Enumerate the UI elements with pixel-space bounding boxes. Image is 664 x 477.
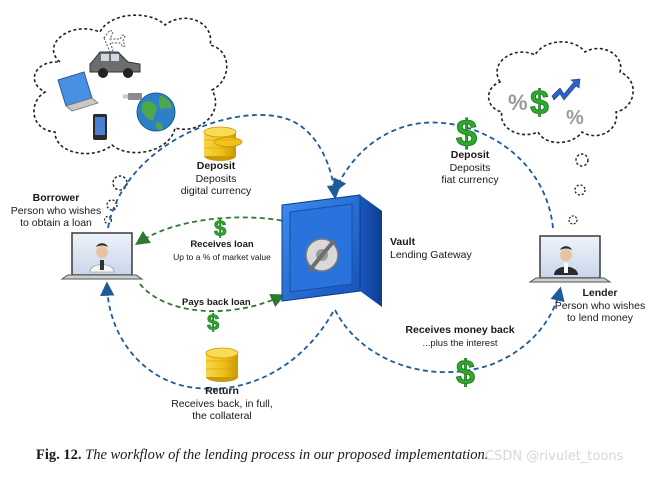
arrow-return xyxy=(100,281,334,390)
figure-caption-text: The workflow of the lending process in o… xyxy=(85,447,489,463)
airplane-icon xyxy=(103,29,126,53)
borrower-label: Borrower Person who wishes to obtain a l… xyxy=(8,192,104,230)
receives-loan-label: Receives loan Up to a % of market value xyxy=(160,238,284,263)
thought-bubble-left xyxy=(33,14,228,225)
deposit-digital-title: Deposit xyxy=(196,160,236,172)
svg-text:$: $ xyxy=(530,84,549,122)
phone-icon xyxy=(93,114,107,140)
earth-icon xyxy=(136,92,176,132)
vault-desc: Lending Gateway xyxy=(390,248,472,261)
percent-icon: % xyxy=(508,90,528,115)
receives-loan-title: Receives loan xyxy=(190,239,254,250)
svg-text:$: $ xyxy=(456,113,477,155)
figure-caption: Fig. 12. The workflow of the lending pro… xyxy=(36,447,488,464)
chart-arrow-icon xyxy=(551,78,581,101)
borrower-laptop-icon xyxy=(60,232,144,280)
pays-back-title: Pays back loan xyxy=(182,297,251,308)
svg-text:%: % xyxy=(566,107,584,129)
lender-title: Lender xyxy=(582,287,618,299)
return-title: Return xyxy=(205,385,239,397)
deposit-fiat-line2: fiat currency xyxy=(441,174,499,186)
coin-stack-return-icon xyxy=(205,347,239,382)
laptop-small-icon xyxy=(57,71,99,112)
return-line1: Receives back, in full, xyxy=(171,397,273,410)
flow-arrows-green xyxy=(135,216,291,312)
car-icon xyxy=(89,51,141,78)
deposit-fiat-label: Deposit Deposits fiat currency xyxy=(432,149,508,187)
borrower-title: Borrower xyxy=(32,192,80,204)
usb-drive-icon xyxy=(123,93,142,100)
borrower-desc-line1: Person who wishes xyxy=(10,204,102,217)
lender-label: Lender Person who wishes to lend money xyxy=(552,287,648,325)
receives-money-back-desc: ...plus the interest xyxy=(422,337,498,349)
svg-text:%: % xyxy=(508,90,528,115)
dollar-icon: $ xyxy=(530,84,550,123)
watermark: CSDN @rivulet_toons xyxy=(485,449,624,464)
deposit-fiat-line1: Deposits xyxy=(449,161,491,174)
arrow-money-back xyxy=(334,286,565,373)
dollar-money-back-icon: $ xyxy=(456,354,476,393)
pays-back-label: Pays back loan xyxy=(182,296,251,310)
vault-title: Vault xyxy=(390,236,416,248)
svg-text:$: $ xyxy=(207,310,219,335)
return-label: Return Receives back, in full, the colla… xyxy=(160,385,284,423)
borrower-desc-line2: to obtain a loan xyxy=(20,217,92,229)
receives-money-back-label: Receives money back ...plus the interest xyxy=(392,324,528,349)
dollar-fiat-deposit-icon: $ xyxy=(456,113,478,156)
arrow-deposit-fiat xyxy=(333,121,554,229)
svg-text:$: $ xyxy=(214,216,226,241)
percent-icon: % xyxy=(566,107,584,129)
svg-text:$: $ xyxy=(456,354,475,392)
coin-stack-deposit-icon xyxy=(203,126,243,161)
vault-icon xyxy=(281,194,382,307)
vault-label: Vault Lending Gateway xyxy=(390,236,472,261)
receives-loan-desc: Up to a % of market value xyxy=(173,251,271,262)
thought-bubble-right: % $ % xyxy=(487,41,634,225)
lender-desc-line1: Person who wishes xyxy=(554,299,646,312)
dollar-pays-back-icon: $ xyxy=(207,310,220,336)
dollar-receives-loan-icon: $ xyxy=(214,216,227,242)
return-line2: the collateral xyxy=(192,410,252,422)
lender-desc-line2: to lend money xyxy=(567,312,633,324)
deposit-digital-line2: digital currency xyxy=(180,185,252,197)
figure-caption-label: Fig. 12. xyxy=(36,447,82,463)
flow-arrows-blue xyxy=(100,114,565,390)
deposit-digital-label: Deposit Deposits digital currency xyxy=(176,160,256,198)
arrow-pays-back xyxy=(139,283,286,312)
arrow-deposit-digital xyxy=(107,114,342,229)
lender-laptop-icon xyxy=(528,235,612,283)
receives-money-back-title: Receives money back xyxy=(405,324,515,336)
deposit-fiat-title: Deposit xyxy=(450,149,490,161)
deposit-digital-line1: Deposits xyxy=(195,172,237,185)
arrow-receives-loan xyxy=(135,216,291,246)
